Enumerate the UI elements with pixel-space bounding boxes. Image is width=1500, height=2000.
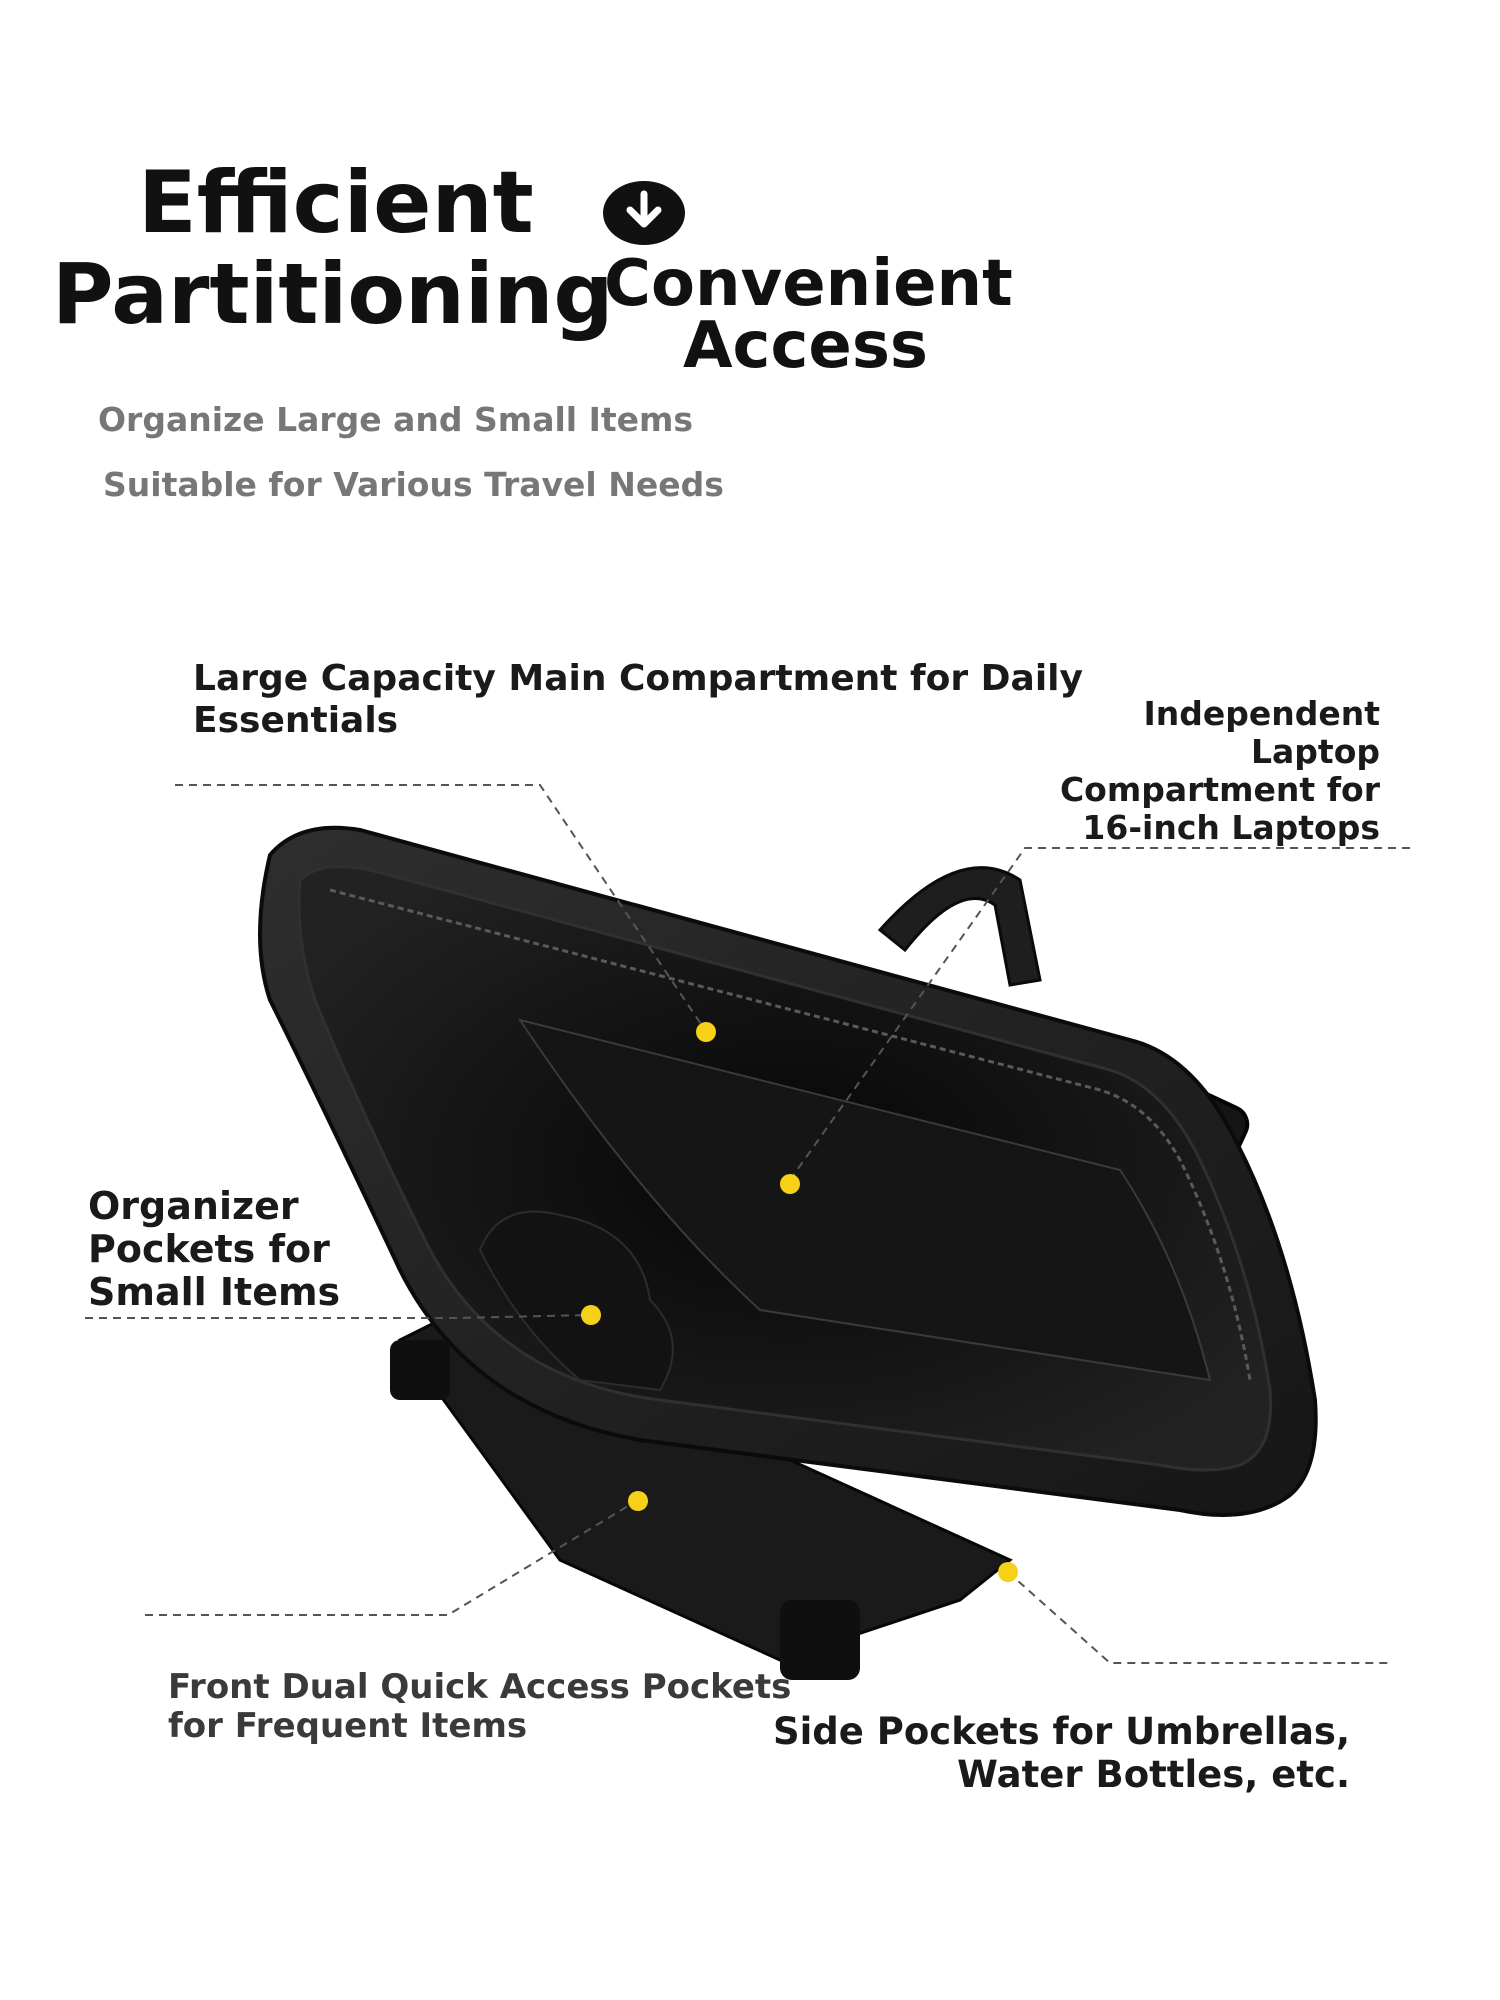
callout-main-compartment-line2: Essentials bbox=[193, 700, 399, 742]
callout-organizer-line2: Pockets for bbox=[88, 1226, 330, 1271]
headline-efficient: Efficient bbox=[138, 153, 534, 253]
callout-laptop-line2: Laptop bbox=[1251, 731, 1380, 771]
leader-front-pockets bbox=[145, 1499, 639, 1616]
handle-top bbox=[877, 866, 1042, 987]
leader-main-compartment bbox=[175, 784, 706, 1031]
callout-laptop-line4: 16-inch Laptops bbox=[1082, 807, 1380, 847]
leader-lines bbox=[85, 784, 1410, 1664]
callout-laptop-line1: Independent bbox=[1143, 694, 1380, 733]
dot-laptop-compartment bbox=[780, 1174, 800, 1194]
leader-organizer-pockets bbox=[85, 1314, 591, 1319]
callout-organizer-pockets: Organizer Pockets for Small Items bbox=[88, 1185, 448, 1314]
callout-laptop-compartment: Independent Laptop Compartment for 16-in… bbox=[1000, 695, 1380, 847]
subtitle-travel: Suitable for Various Travel Needs bbox=[103, 465, 724, 504]
callout-dots bbox=[581, 1022, 1018, 1582]
leader-laptop-compartment bbox=[789, 847, 1410, 1181]
dot-front-pockets bbox=[628, 1491, 648, 1511]
zipper-track bbox=[329, 888, 1252, 1381]
bottom-strap-left bbox=[390, 1340, 450, 1400]
callout-front-line2: for Frequent Items bbox=[168, 1706, 528, 1747]
leader-side-pockets bbox=[1007, 1571, 1390, 1664]
subtitle-organize: Organize Large and Small Items bbox=[98, 400, 694, 439]
callout-main-compartment-line1: Large Capacity Main Compartment for Dail… bbox=[193, 658, 1083, 699]
laptop-divider bbox=[517, 1018, 1212, 1382]
callout-organizer-line1: Organizer bbox=[88, 1184, 299, 1228]
callout-side-line1: Side Pockets for Umbrellas, bbox=[772, 1710, 1350, 1753]
callout-side-line2: Water Bottles, etc. bbox=[957, 1753, 1350, 1797]
dot-organizer-pockets bbox=[581, 1305, 601, 1325]
arrow-down-circle-icon bbox=[603, 181, 685, 245]
callout-organizer-line3: Small Items bbox=[88, 1269, 341, 1314]
dot-main-compartment bbox=[696, 1022, 716, 1042]
callout-front-line1: Front Dual Quick Access Pockets bbox=[168, 1667, 792, 1707]
headline-convenient: Convenient bbox=[604, 247, 1013, 321]
headline-partitioning: Partitioning bbox=[52, 245, 614, 343]
callout-front-pockets: Front Dual Quick Access Pockets for Freq… bbox=[168, 1667, 808, 1747]
tote-bag-illustration bbox=[258, 825, 1318, 1680]
callout-main-compartment: Large Capacity Main Compartment for Dail… bbox=[193, 658, 1093, 742]
bottom-strap-right bbox=[780, 1600, 860, 1680]
organizer-pocket bbox=[478, 1210, 674, 1392]
callout-side-pockets: Side Pockets for Umbrellas, Water Bottle… bbox=[700, 1710, 1350, 1797]
headline-access: Access bbox=[683, 309, 928, 383]
callout-laptop-line3: Compartment for bbox=[1059, 769, 1380, 809]
dot-side-pockets bbox=[998, 1562, 1018, 1582]
